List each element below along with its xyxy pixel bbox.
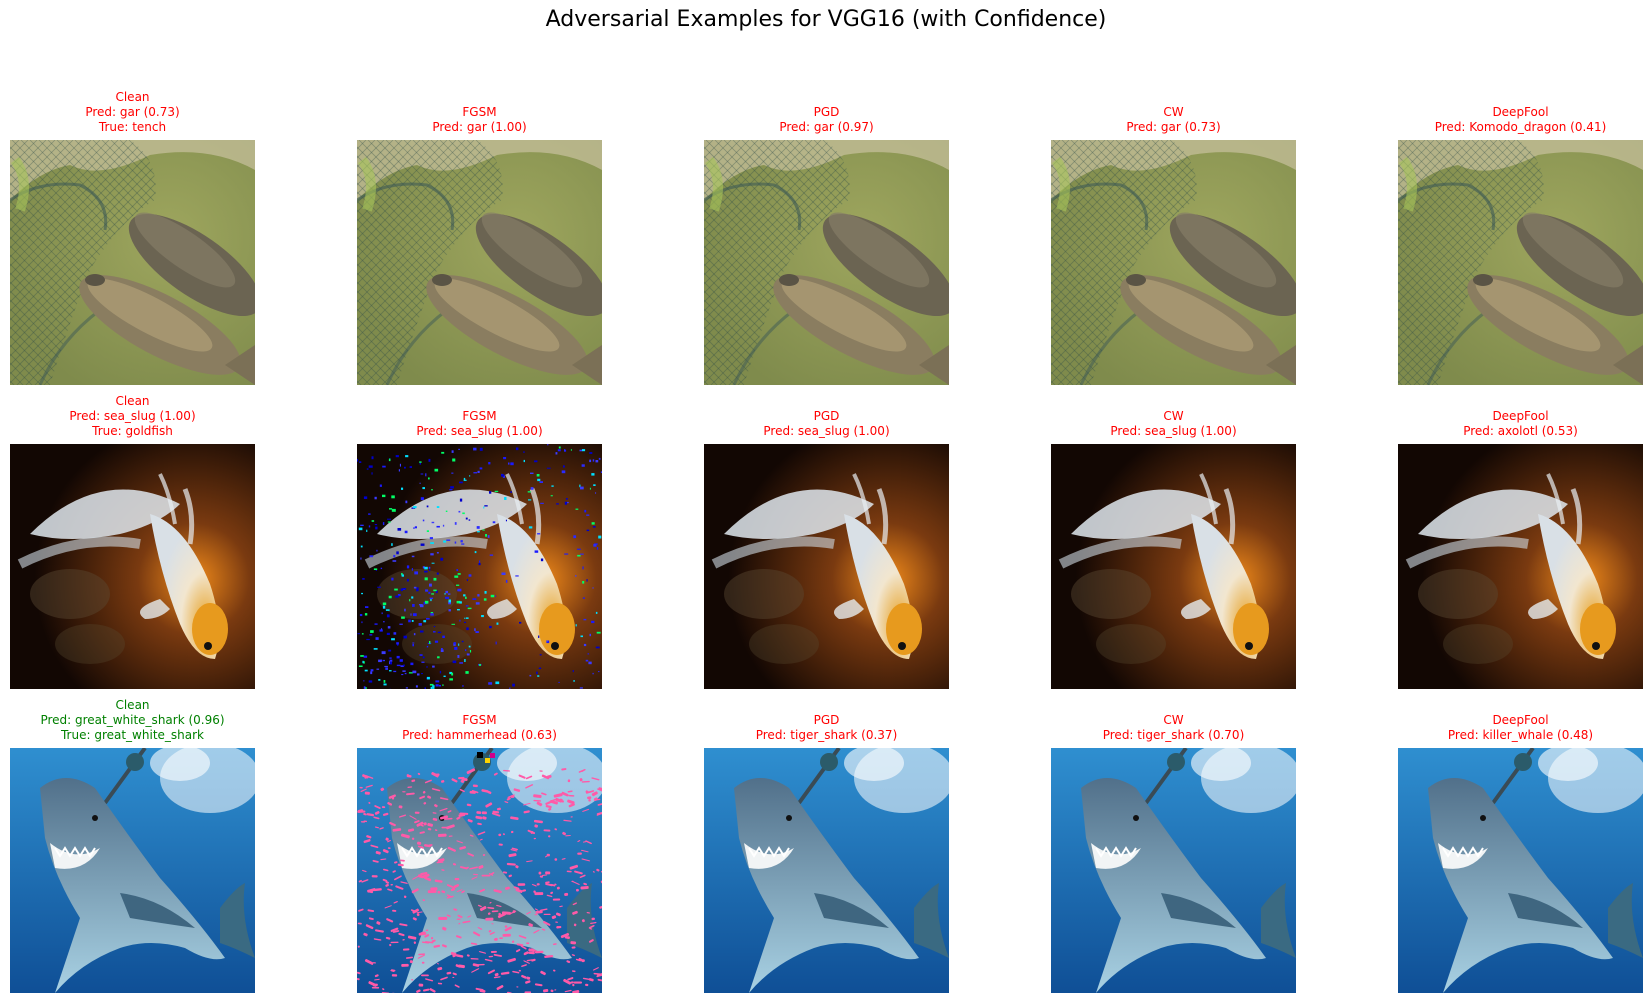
method-label: Clean — [115, 90, 150, 104]
prediction-label: Pred: hammerhead (0.63) — [402, 728, 557, 742]
prediction-label: Pred: sea_slug (1.00) — [763, 424, 890, 438]
tench-image — [1051, 140, 1296, 385]
prediction-label: Pred: axolotl (0.53) — [1463, 424, 1578, 438]
prediction-label: Pred: sea_slug (1.00) — [69, 409, 196, 423]
true-label-text: True: goldfish — [92, 424, 173, 438]
goldfish-image — [1051, 444, 1296, 689]
method-label: CW — [1163, 105, 1184, 119]
figure-title: Adversarial Examples for VGG16 (with Con… — [545, 7, 1107, 32]
prediction-label: Pred: tiger_shark (0.70) — [1102, 728, 1245, 742]
tench-image — [1398, 140, 1643, 385]
prediction-label: Pred: gar (1.00) — [432, 120, 527, 134]
prediction-label: Pred: killer_whale (0.48) — [1447, 728, 1594, 742]
prediction-label: Pred: gar (0.73) — [85, 105, 180, 119]
prediction-label: Pred: sea_slug (1.00) — [416, 424, 543, 438]
prediction-label: Pred: Komodo_dragon (0.41) — [1434, 120, 1607, 134]
goldfish-image — [1398, 444, 1643, 689]
tench-image — [704, 140, 949, 385]
method-label: PGD — [813, 409, 840, 423]
method-label: PGD — [813, 105, 840, 119]
prediction-label: Pred: great_white_shark (0.96) — [40, 713, 225, 727]
great-white-shark-image — [357, 748, 602, 993]
goldfish-image — [357, 444, 602, 689]
tench-image — [10, 140, 255, 385]
method-label: CW — [1163, 409, 1184, 423]
great-white-shark-image — [10, 748, 255, 993]
method-label: FGSM — [462, 105, 497, 119]
true-label-text: True: great_white_shark — [60, 728, 204, 742]
great-white-shark-image — [1398, 748, 1643, 993]
true-label-text: True: tench — [98, 120, 167, 134]
tench-image — [357, 140, 602, 385]
method-label: DeepFool — [1492, 105, 1549, 119]
prediction-label: Pred: sea_slug (1.00) — [1110, 424, 1237, 438]
method-label: DeepFool — [1492, 409, 1549, 423]
prediction-label: Pred: gar (0.97) — [779, 120, 874, 134]
goldfish-image — [10, 444, 255, 689]
method-label: DeepFool — [1492, 713, 1549, 727]
method-label: CW — [1163, 713, 1184, 727]
method-label: FGSM — [462, 409, 497, 423]
great-white-shark-image — [1051, 748, 1296, 993]
method-label: Clean — [115, 394, 150, 408]
great-white-shark-image — [704, 748, 949, 993]
prediction-label: Pred: gar (0.73) — [1126, 120, 1221, 134]
method-label: FGSM — [462, 713, 497, 727]
method-label: Clean — [115, 698, 150, 712]
prediction-label: Pred: tiger_shark (0.37) — [755, 728, 898, 742]
method-label: PGD — [813, 713, 840, 727]
goldfish-image — [704, 444, 949, 689]
